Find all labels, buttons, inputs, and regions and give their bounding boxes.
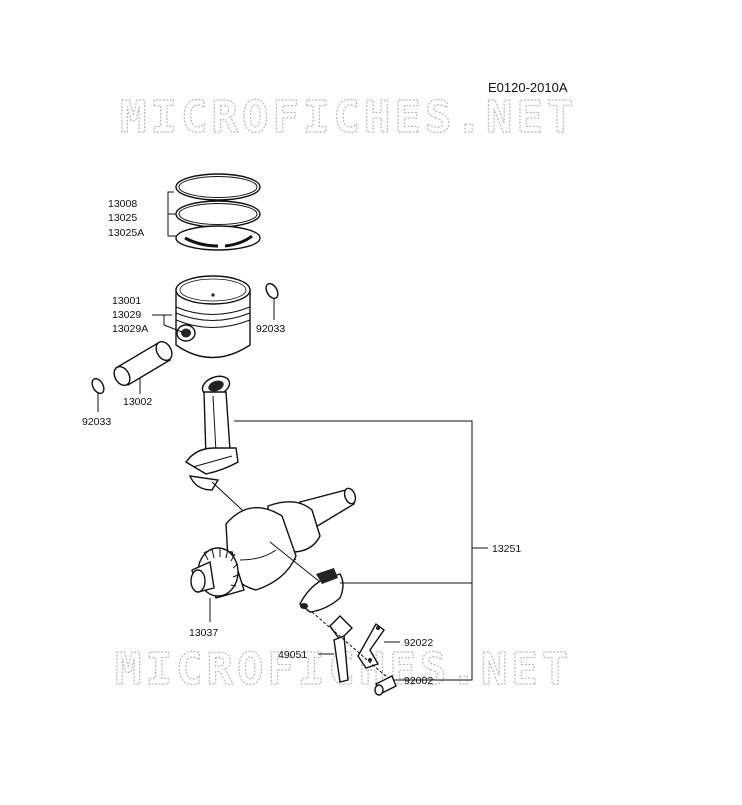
- connecting-rod: [184, 375, 239, 491]
- circlip-left: [91, 377, 105, 395]
- lock-washer: [357, 622, 385, 669]
- label-13002: 13002: [123, 396, 152, 408]
- label-13251: 13251: [492, 543, 521, 555]
- reference-code: E0120-2010A: [488, 80, 568, 95]
- label-92002: 92002: [404, 675, 433, 687]
- circlip-right: [265, 282, 279, 300]
- label-92033-left: 92033: [82, 416, 111, 428]
- label-92033-right: 92033: [256, 323, 285, 335]
- label-92022: 92022: [404, 637, 433, 649]
- bolt: [374, 675, 397, 696]
- connecting-rod-cap: [299, 568, 344, 613]
- bolt-alignment-line: [311, 611, 389, 679]
- label-13025a: 13025A: [108, 227, 144, 239]
- piston: [175, 275, 251, 359]
- label-13008: 13008: [108, 198, 137, 210]
- crankshaft: [190, 487, 357, 599]
- label-13025: 13025: [108, 212, 137, 224]
- label-13001: 13001: [112, 295, 141, 307]
- piston-leader-2: [163, 315, 183, 333]
- oil-dipper: [329, 615, 353, 683]
- assembly-bracket: [234, 420, 473, 681]
- piston-rings: [175, 173, 261, 251]
- label-13037: 13037: [189, 627, 218, 639]
- label-49051: 49051: [278, 649, 307, 661]
- label-13029: 13029: [112, 309, 141, 321]
- label-13029a: 13029A: [112, 323, 148, 335]
- watermark-top: MICROFICHES.NET: [120, 92, 577, 143]
- piston-pin: [113, 340, 173, 387]
